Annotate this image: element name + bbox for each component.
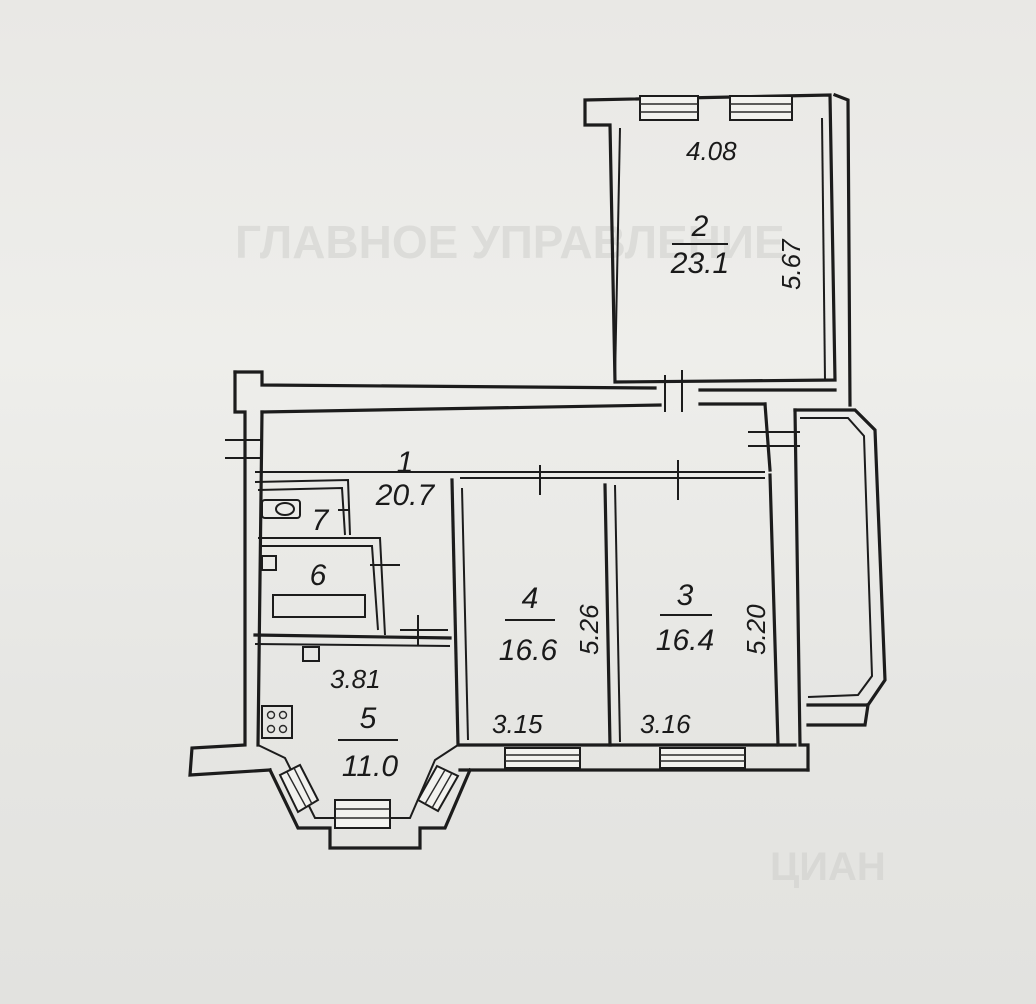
room-5-area: 11.0 [342, 750, 398, 783]
room-4-number: 4 [522, 582, 539, 615]
room-2-number: 2 [691, 210, 709, 243]
sink-icon [261, 555, 277, 571]
kitchen-sink-icon [302, 646, 320, 662]
room-4-length-label: 5.26 [574, 604, 604, 655]
window [504, 747, 581, 769]
window [416, 764, 460, 813]
stove-icon [261, 705, 293, 739]
bathtub-icon [272, 594, 366, 618]
room-3-number: 3 [677, 579, 694, 612]
room-7-number: 7 [312, 504, 330, 537]
room-6-number: 6 [310, 559, 327, 592]
room-2-walls [583, 93, 837, 384]
toilet-icon [261, 499, 301, 519]
window [729, 95, 793, 121]
room-3-area: 16.4 [656, 624, 714, 657]
window [639, 95, 699, 121]
window [334, 799, 391, 829]
room-4-width-label: 3.15 [492, 709, 543, 739]
window [278, 763, 320, 814]
faint-heading-watermark: ГЛАВНОЕ УПРАВЛЕНИЕ [235, 216, 785, 268]
interior-walls [253, 471, 780, 747]
room-3-length-label: 5.20 [741, 604, 771, 655]
room-4-area: 16.6 [499, 634, 558, 667]
brand-watermark: ЦИАН [770, 845, 886, 889]
door-marks [225, 370, 800, 645]
window [659, 747, 746, 769]
room-1-number: 1 [397, 446, 414, 479]
room-2-width-label: 4.08 [686, 136, 737, 166]
room-1-area: 20.7 [375, 479, 436, 512]
room-2-length-label: 5.67 [776, 238, 806, 290]
room-2-area: 23.1 [670, 247, 729, 280]
room-5-number: 5 [360, 702, 377, 735]
room-3-width-label: 3.16 [640, 709, 691, 739]
room-5-width-label: 3.81 [330, 664, 381, 694]
outer-walls [188, 92, 887, 777]
